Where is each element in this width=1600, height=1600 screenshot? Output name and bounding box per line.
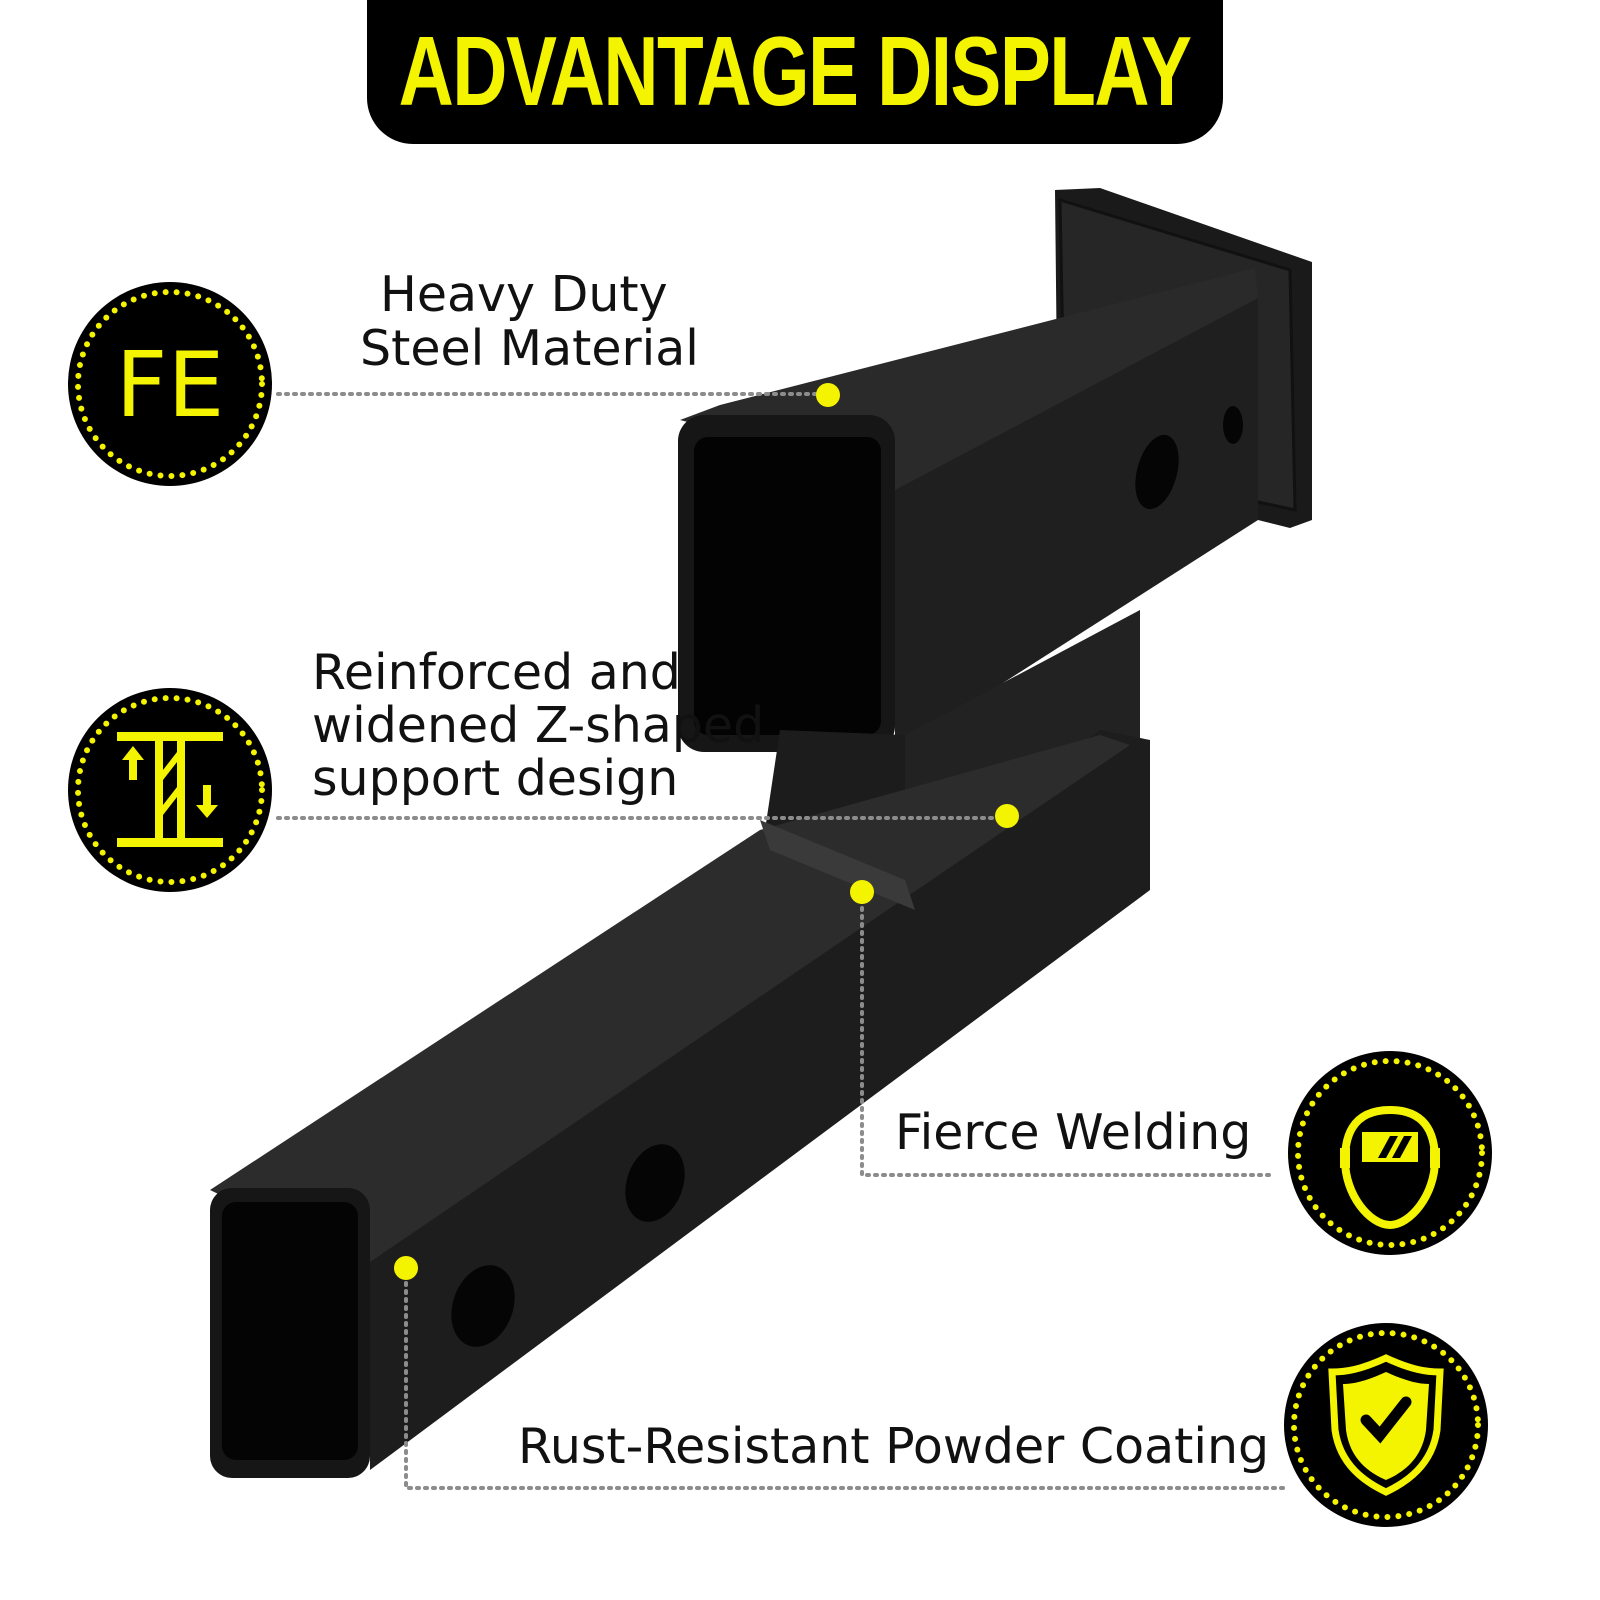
welding-mask-icon: [1288, 1051, 1492, 1255]
lower-shank-tube: [210, 730, 1150, 1478]
label-line: Fierce Welding: [895, 1104, 1252, 1161]
feature-label-coating: Rust-Resistant Powder Coating: [518, 1420, 1269, 1474]
leader-lines: [276, 392, 1287, 1490]
upper-receiver-tube: [678, 188, 1312, 752]
label-line: Rust-Resistant Powder Coating: [518, 1418, 1270, 1475]
feature-label-welding: Fierce Welding: [895, 1106, 1251, 1160]
callout-dots: [394, 383, 1019, 1280]
title-banner: ADVANTAGE DISPLAY: [367, 0, 1223, 144]
label-line: widened Z-shaped: [312, 697, 765, 754]
label-line: support design: [312, 750, 679, 807]
label-line: Reinforced and: [312, 644, 681, 701]
label-line: Steel Material: [360, 320, 699, 377]
svg-text:FE: FE: [116, 333, 225, 438]
banner-title: ADVANTAGE DISPLAY: [399, 15, 1192, 126]
feature-label-support: Reinforced and widened Z-shaped support …: [312, 646, 764, 805]
shield-check-icon: [1284, 1323, 1488, 1527]
feature-label-steel: Heavy Duty Steel Material: [360, 266, 699, 376]
fe-iron-icon: FE: [68, 282, 272, 486]
z-support-icon: [68, 688, 272, 892]
label-line: Heavy Duty: [380, 266, 668, 323]
